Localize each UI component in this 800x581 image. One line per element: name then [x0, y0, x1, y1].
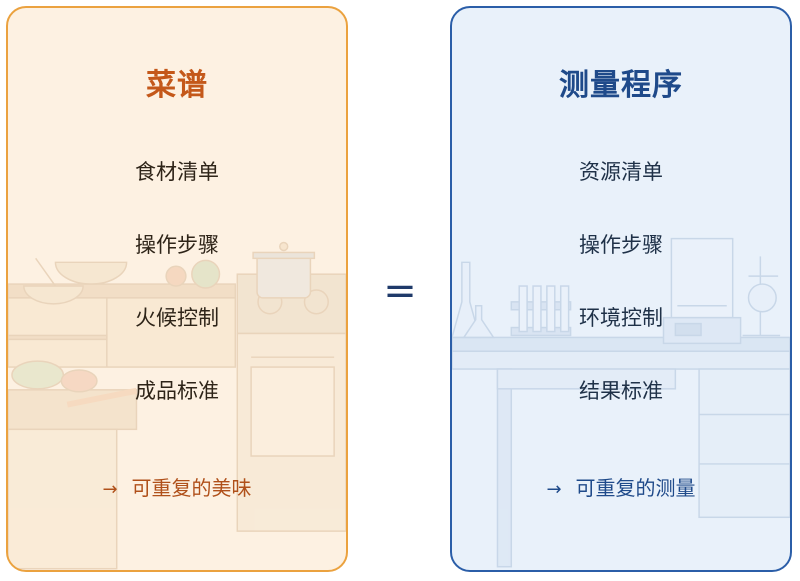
recipe-item-finished-standard: 成品标准	[135, 379, 219, 403]
recipe-result: → 可重复的美味	[8, 472, 346, 501]
procedure-item-environment-control: 环境控制	[579, 306, 663, 330]
laboratory-background-illustration	[452, 237, 790, 568]
recipe-result-text: 可重复的美味	[131, 476, 252, 500]
equals-sign: =	[383, 268, 417, 314]
procedure-result-text: 可重复的测量	[575, 476, 696, 500]
recipe-item-steps: 操作步骤	[135, 233, 219, 257]
right-arrow-icon: →	[546, 479, 562, 500]
procedure-item-steps: 操作步骤	[579, 233, 663, 257]
recipe-item-ingredients: 食材清单	[135, 160, 219, 184]
recipe-item-heat-control: 火候控制	[135, 306, 219, 330]
measurement-procedure-title: 测量程序	[559, 68, 683, 103]
procedure-result: → 可重复的测量	[452, 472, 790, 501]
procedure-item-resources: 资源清单	[579, 160, 663, 184]
procedure-item-result-standard: 结果标准	[579, 379, 663, 403]
kitchen-background-illustration	[8, 241, 346, 570]
recipe-title: 菜谱	[146, 68, 208, 103]
recipe-card: 菜谱 食材清单 操作步骤 火候控制 成品标准 → 可重复的美味	[6, 6, 348, 572]
right-arrow-icon: →	[102, 479, 118, 500]
measurement-procedure-card: 测量程序 资源清单 操作步骤 环境控制 结果标准 → 可重复的测量	[450, 6, 792, 572]
